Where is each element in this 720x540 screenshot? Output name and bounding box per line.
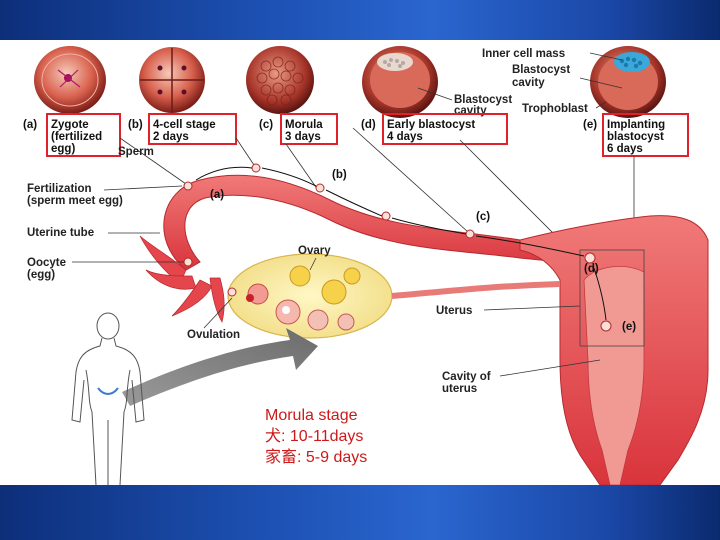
cavity-of-uterus-label-1: Cavity of (442, 371, 491, 383)
stage-a-label: (a) Zygote (fertilized egg) (23, 113, 121, 157)
fertilization-label-2: (sperm meet egg) (27, 195, 123, 207)
svg-text:blastocyst: blastocyst (607, 131, 664, 143)
stage-d-label: (d) Early blastocyst 4 days (361, 113, 508, 145)
uterus-cavity (583, 266, 645, 485)
human-figure (71, 312, 145, 485)
cavity-of-uterus-label-2: uterus (442, 383, 477, 395)
note-line-2: 犬: 10-11days (265, 428, 364, 445)
uterus-label: Uterus (436, 305, 472, 317)
ovulation-label: Ovulation (187, 329, 240, 341)
path-tag-e: (e) (622, 321, 636, 333)
svg-text:Early blastocyst: Early blastocyst (387, 119, 475, 131)
ovary-label: Ovary (298, 245, 331, 257)
svg-text:4-cell stage: 4-cell stage (153, 119, 216, 131)
top-blue-band (0, 0, 720, 40)
svg-text:egg): egg) (51, 143, 75, 155)
svg-text:(a): (a) (23, 119, 37, 131)
morula-note: Morula stage 犬: 10-11days 家畜: 5-9 days (265, 405, 367, 468)
svg-text:(e): (e) (583, 119, 597, 131)
svg-text:6 days: 6 days (607, 143, 643, 155)
four-cell-stage (139, 47, 205, 113)
inner-cell-mass-label: Inner cell mass (482, 48, 565, 60)
path-arrows (195, 166, 607, 321)
note-line-1: Morula stage (265, 407, 358, 424)
stage-e-label: (e) Implanting blastocyst 6 days (583, 113, 689, 157)
fimbriae (139, 235, 225, 323)
blastocyst-cavity-right-label-2: cavity (512, 77, 545, 89)
morula-cell (246, 46, 314, 114)
note-line-3: 家畜: 5-9 days (265, 449, 368, 466)
svg-text:2 days: 2 days (153, 131, 189, 143)
body-uterus-marker (97, 387, 119, 395)
stage-c-label: (c) Morula 3 days (259, 113, 338, 145)
svg-text:(b): (b) (128, 119, 143, 131)
sperm-label: Sperm (118, 146, 154, 158)
oocyte-label-2: (egg) (27, 269, 55, 281)
ovary (227, 253, 393, 339)
svg-text:4 days: 4 days (387, 131, 423, 143)
path-tag-d: (d) (584, 263, 599, 275)
path-tag-a: (a) (210, 189, 224, 201)
implanting-blastocyst-cell (590, 46, 666, 118)
zygote-cell (34, 46, 106, 114)
trophoblast-label: Trophoblast (522, 103, 588, 115)
stage-b-label: (b) 4-cell stage 2 days (128, 113, 237, 145)
blastocyst-cavity-right-label-1: Blastocyst (512, 64, 570, 76)
fertilization-label-1: Fertilization (27, 183, 92, 195)
bottom-blue-band (0, 485, 720, 540)
path-tag-b: (b) (332, 169, 347, 181)
svg-text:(fertilized: (fertilized (51, 131, 102, 143)
reproduction-diagram: Inner cell mass Blastocyst cavity Blasto… (23, 46, 709, 485)
svg-text:Zygote: Zygote (51, 119, 89, 131)
zoom-arrow (122, 328, 318, 406)
uterine-tube-label: Uterine tube (27, 227, 94, 239)
blastocyst-cavity-left-label-2: cavity (454, 105, 487, 117)
path-tag-c: (c) (476, 211, 490, 223)
svg-text:3 days: 3 days (285, 131, 321, 143)
oocyte-label-1: Oocyte (27, 257, 66, 269)
svg-text:Implanting: Implanting (607, 119, 665, 131)
implantation-inset-box (579, 249, 645, 347)
blastocyst-cavity-left-label-1: Blastocyst (454, 94, 512, 106)
svg-text:(d): (d) (361, 119, 376, 131)
early-blastocyst-cell (362, 46, 438, 118)
svg-text:Morula: Morula (285, 119, 323, 131)
ovarian-ligament (391, 281, 561, 299)
svg-text:(c): (c) (259, 119, 273, 131)
